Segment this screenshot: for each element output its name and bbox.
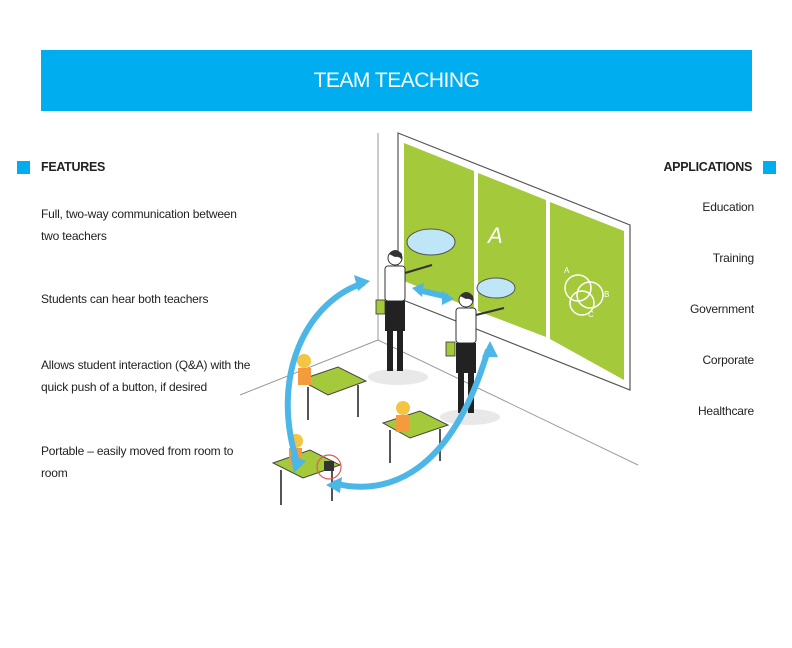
applications-heading: APPLICATIONS (663, 160, 776, 174)
applications-heading-label: APPLICATIONS (663, 160, 752, 174)
speech-bubble (406, 228, 456, 256)
student-desk (271, 434, 342, 505)
application-item: Healthcare (697, 404, 754, 418)
square-bullet-icon (17, 160, 30, 174)
whiteboard: A A B C (397, 132, 631, 391)
application-item: Government (689, 302, 754, 316)
application-item: Education (702, 200, 754, 214)
feature-item: Students can hear both teachers (41, 292, 209, 306)
arrowheads (290, 275, 498, 493)
speech-bubble (476, 277, 516, 299)
features-heading-label: FEATURES (41, 160, 106, 174)
team-teaching-illustration: A A B C (239, 132, 639, 505)
board-label: A (564, 266, 570, 275)
feature-item: Full, two-way communication between two … (41, 207, 237, 243)
feature-item: Portable – easily moved from room to roo… (41, 444, 234, 480)
application-item: Training (712, 251, 755, 265)
square-bullet-icon (763, 160, 776, 174)
student-desk (297, 354, 368, 420)
teacher-figure (368, 250, 433, 385)
student-desk (381, 401, 450, 463)
application-item: Corporate (702, 353, 754, 367)
features-heading: FEATURES (17, 160, 105, 174)
title-banner: TEAM TEACHING (41, 50, 752, 111)
board-label: B (604, 290, 609, 299)
feature-item: Allows student interaction (Q&A) with th… (41, 358, 251, 394)
venn-diagram (564, 274, 604, 316)
page-title: TEAM TEACHING (313, 68, 480, 92)
board-label: C (588, 310, 594, 319)
board-label: A (486, 223, 503, 248)
